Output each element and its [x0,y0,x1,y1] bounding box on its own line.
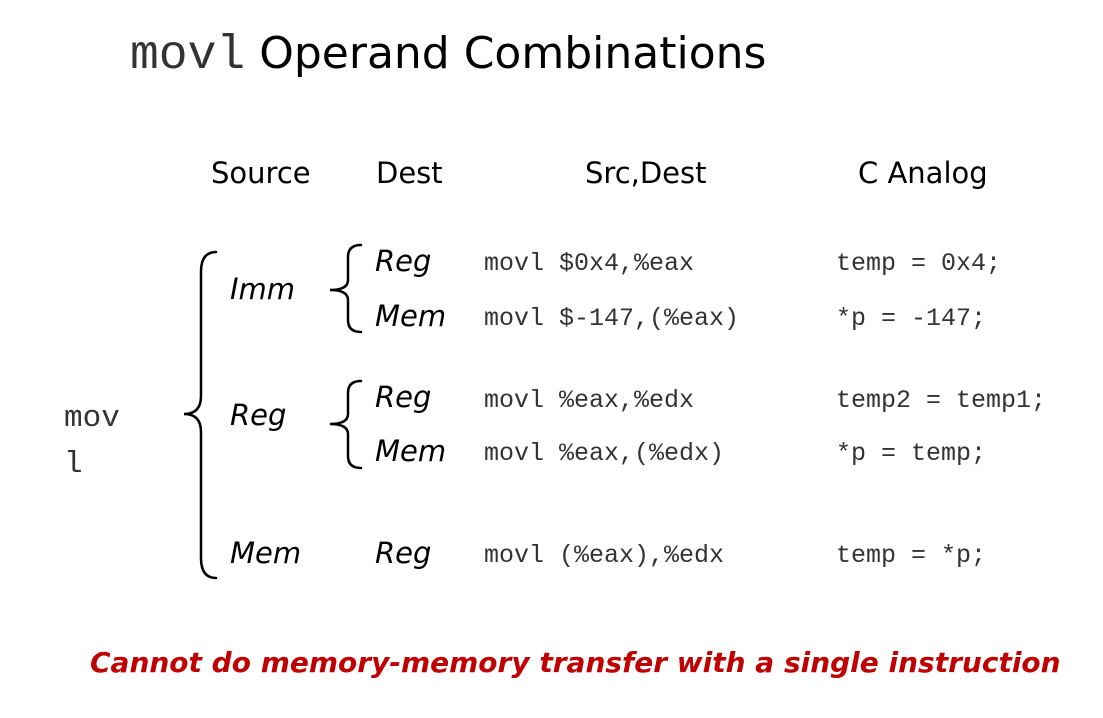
root-label-line1: mov [64,401,120,436]
source-imm: Imm [230,272,296,306]
dest-mem: Mem [375,434,447,468]
header-dest: Dest [376,156,443,190]
c-analog-code: *p = -147; [836,304,987,333]
instruction-code: movl $0x4,%eax [484,249,695,278]
slide-title: movl Operand Combinations [130,28,766,83]
warning-note: Cannot do memory-memory transfer with a … [90,646,1061,679]
instruction-code: movl %eax,%edx [484,386,695,415]
title-text: Operand Combinations [259,28,767,79]
root-label: mov l [64,396,120,488]
header-src-dest: Src,Dest [585,156,707,190]
title-mono: movl [130,29,246,83]
big-brace [183,250,218,580]
instruction-code: movl (%eax),%edx [484,541,725,570]
source-mem: Mem [230,536,302,570]
instruction-code: movl $-147,(%eax) [484,304,740,333]
c-analog-code: temp = *p; [836,541,987,570]
imm-brace [329,243,363,334]
source-reg: Reg [230,398,287,432]
reg-brace [329,379,363,470]
dest-reg: Reg [375,380,432,414]
header-source: Source [211,156,311,190]
dest-reg: Reg [375,536,432,570]
dest-reg: Reg [375,244,432,278]
dest-mem: Mem [375,299,447,333]
c-analog-code: temp2 = temp1; [836,386,1047,415]
c-analog-code: *p = temp; [836,439,987,468]
instruction-code: movl %eax,(%edx) [484,439,725,468]
header-c-analog: C Analog [858,156,988,190]
root-label-line2: l [64,447,83,482]
c-analog-code: temp = 0x4; [836,249,1002,278]
